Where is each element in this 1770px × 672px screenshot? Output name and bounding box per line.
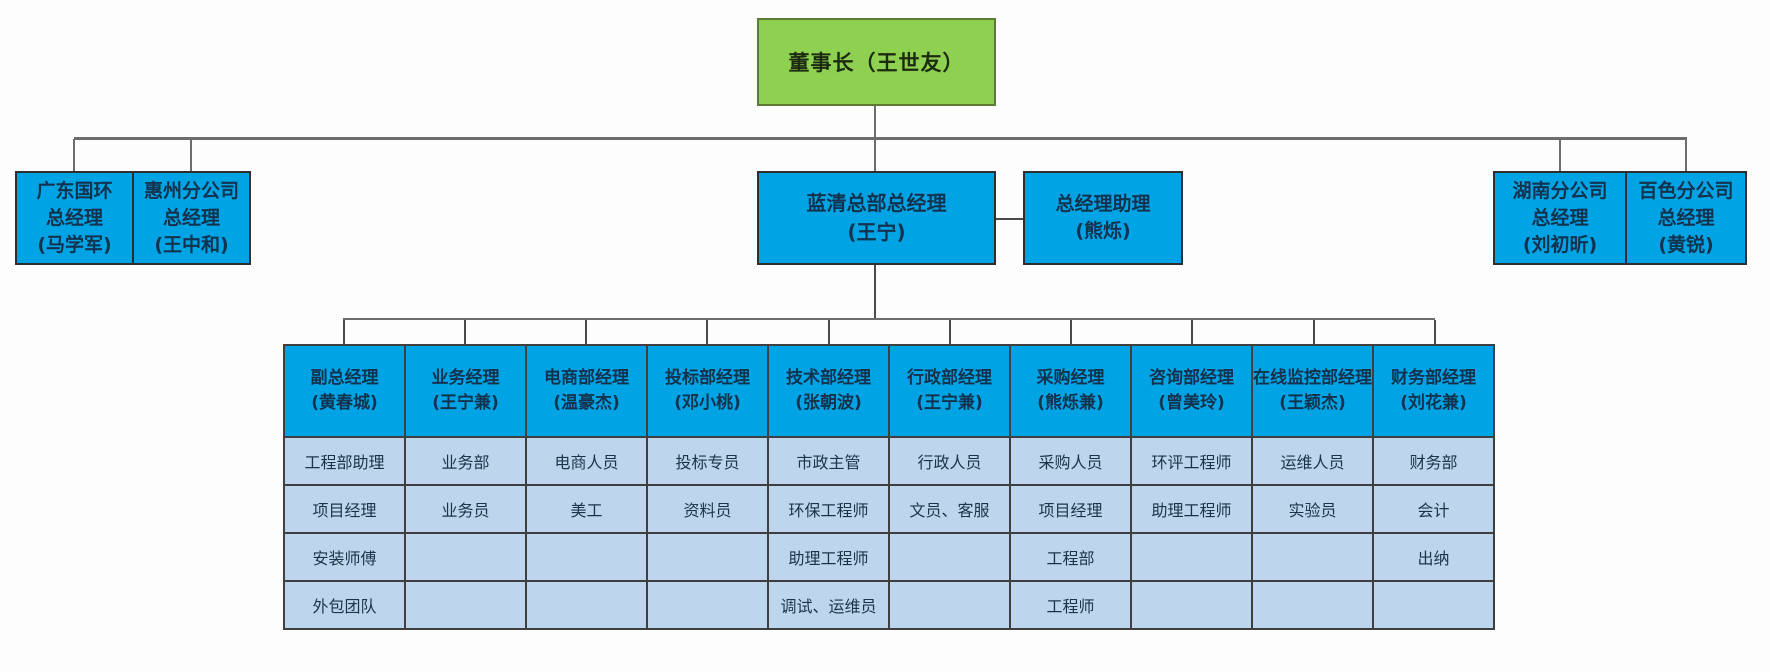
dept-cell: 行政人员 bbox=[889, 437, 1010, 485]
dept-cell bbox=[1252, 533, 1373, 581]
connector-hq-drop bbox=[874, 265, 876, 320]
dept-cell: 调试、运维员 bbox=[768, 581, 889, 629]
dept-cell bbox=[647, 581, 768, 629]
connector-drop-huizhou bbox=[190, 139, 192, 172]
dept-cell bbox=[1131, 533, 1252, 581]
dept-cell bbox=[889, 533, 1010, 581]
connector-dept-drop bbox=[706, 320, 708, 344]
dept-cell bbox=[405, 581, 526, 629]
branch-line: 湖南分公司 bbox=[1512, 179, 1608, 202]
dept-cell: 财务部 bbox=[1373, 437, 1494, 485]
connector-dept-drop bbox=[464, 320, 466, 344]
dept-cell bbox=[889, 581, 1010, 629]
dept-cell: 助理工程师 bbox=[1131, 485, 1252, 533]
connector-hq-assistant bbox=[996, 218, 1023, 220]
gm-assistant-box: 总经理助理 (熊烁) bbox=[1023, 171, 1183, 265]
dept-cell: 项目经理 bbox=[1010, 485, 1131, 533]
dept-header-cell: 采购经理(熊烁兼) bbox=[1010, 345, 1131, 437]
branch-line: 总经理 bbox=[1657, 206, 1715, 229]
connector-dept-drop bbox=[585, 320, 587, 344]
dept-cell: 业务员 bbox=[405, 485, 526, 533]
dept-cell: 电商人员 bbox=[526, 437, 647, 485]
dept-cell bbox=[526, 581, 647, 629]
branch-line: (黄锐) bbox=[1658, 233, 1714, 256]
dept-cell: 美工 bbox=[526, 485, 647, 533]
dept-cell: 业务部 bbox=[405, 437, 526, 485]
dept-cell: 文员、客服 bbox=[889, 485, 1010, 533]
connector-main-horizontal bbox=[74, 137, 1687, 140]
dept-header-cell: 业务经理(王宁兼) bbox=[405, 345, 526, 437]
hq-gm-title: 蓝清总部总经理 bbox=[806, 191, 947, 215]
branch-line: (马学军) bbox=[37, 233, 112, 256]
dept-header-cell: 在线监控部经理(王颖杰) bbox=[1252, 345, 1373, 437]
dept-cell: 项目经理 bbox=[284, 485, 405, 533]
connector-dept-horizontal bbox=[343, 318, 1435, 320]
dept-cell: 市政主管 bbox=[768, 437, 889, 485]
dept-cell: 投标专员 bbox=[647, 437, 768, 485]
dept-cell: 实验员 bbox=[1252, 485, 1373, 533]
dept-cell bbox=[1373, 581, 1494, 629]
dept-cell bbox=[526, 533, 647, 581]
dept-cell bbox=[405, 533, 526, 581]
connector-dept-drop bbox=[1434, 320, 1436, 344]
dept-cell: 资料员 bbox=[647, 485, 768, 533]
connector-dept-drop bbox=[1070, 320, 1072, 344]
dept-header-cell: 咨询部经理(曾美玲) bbox=[1131, 345, 1252, 437]
connector-dept-drop bbox=[828, 320, 830, 344]
dept-cell bbox=[1131, 581, 1252, 629]
gm-assistant-title: 总经理助理 bbox=[1055, 193, 1151, 215]
dept-header-cell: 行政部经理(王宁兼) bbox=[889, 345, 1010, 437]
branch-line: 总经理 bbox=[1531, 206, 1589, 229]
dept-cell: 出纳 bbox=[1373, 533, 1494, 581]
chairman-label: 董事长（王世友） bbox=[788, 51, 965, 75]
hq-gm-box: 蓝清总部总经理 (王宁) bbox=[757, 171, 996, 265]
branch-line: 惠州分公司 bbox=[143, 179, 239, 202]
connector-drop-hunan bbox=[1559, 139, 1561, 172]
branch-line: 总经理 bbox=[45, 206, 103, 229]
branch-line: 百色分公司 bbox=[1638, 179, 1734, 202]
dept-cell: 环保工程师 bbox=[768, 485, 889, 533]
branch-box-hunan: 湖南分公司 总经理 (刘初昕) bbox=[1493, 171, 1627, 265]
connector-dept-drop bbox=[343, 320, 345, 344]
dept-header-cell: 投标部经理(邓小桃) bbox=[647, 345, 768, 437]
connector-drop-guangdong bbox=[73, 139, 75, 172]
dept-cell: 助理工程师 bbox=[768, 533, 889, 581]
branch-line: (王中和) bbox=[154, 233, 229, 256]
dept-cell: 外包团队 bbox=[284, 581, 405, 629]
chairman-box: 董事长（王世友） bbox=[757, 18, 996, 106]
connector-dept-drop bbox=[1313, 320, 1315, 344]
dept-cell: 环评工程师 bbox=[1131, 437, 1252, 485]
branch-box-baise: 百色分公司 总经理 (黄锐) bbox=[1625, 171, 1747, 265]
departments-table: 副总经理(黄春城)业务经理(王宁兼)电商部经理(温豪杰)投标部经理(邓小桃)技术… bbox=[283, 344, 1495, 630]
connector-dept-drop bbox=[949, 320, 951, 344]
dept-header-cell: 副总经理(黄春城) bbox=[284, 345, 405, 437]
dept-cell bbox=[1252, 581, 1373, 629]
dept-cell bbox=[647, 533, 768, 581]
branch-box-huizhou: 惠州分公司 总经理 (王中和) bbox=[132, 171, 251, 265]
branch-line: 总经理 bbox=[162, 206, 220, 229]
gm-assistant-name: (熊烁) bbox=[1075, 220, 1131, 242]
branch-box-guangdong: 广东国环 总经理 (马学军) bbox=[15, 171, 134, 265]
dept-cell: 工程部助理 bbox=[284, 437, 405, 485]
connector-drop-baise bbox=[1685, 139, 1687, 172]
branch-line: (刘初昕) bbox=[1522, 233, 1598, 256]
connector-dept-drop bbox=[1191, 320, 1193, 344]
hq-gm-name: (王宁) bbox=[847, 220, 906, 244]
dept-header-cell: 财务部经理(刘花兼) bbox=[1373, 345, 1494, 437]
branch-line: 广东国环 bbox=[36, 179, 113, 202]
dept-cell: 会计 bbox=[1373, 485, 1494, 533]
dept-cell: 工程师 bbox=[1010, 581, 1131, 629]
dept-header-cell: 电商部经理(温豪杰) bbox=[526, 345, 647, 437]
dept-cell: 安装师傅 bbox=[284, 533, 405, 581]
dept-cell: 运维人员 bbox=[1252, 437, 1373, 485]
dept-cell: 工程部 bbox=[1010, 533, 1131, 581]
dept-cell: 采购人员 bbox=[1010, 437, 1131, 485]
dept-header-cell: 技术部经理(张朝波) bbox=[768, 345, 889, 437]
